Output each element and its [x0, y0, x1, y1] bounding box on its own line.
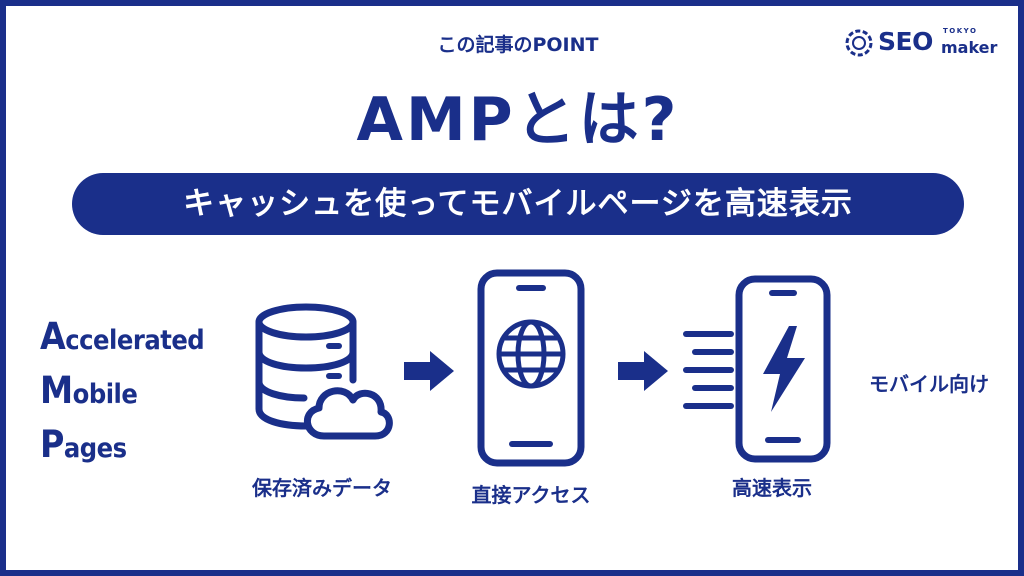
- step-label-direct-access: 直接アクセス: [471, 483, 591, 507]
- step-label-stored-data: 保存済みデータ: [252, 476, 392, 500]
- logo-maker-text: maker: [941, 38, 998, 57]
- step-label-fast-display: 高速表示: [732, 476, 812, 500]
- acronym-line-mobile: Mobile: [40, 364, 204, 418]
- acronym-rest: obile: [72, 379, 138, 410]
- acronym-cap: M: [40, 369, 73, 412]
- arrow-right-icon: [404, 351, 454, 391]
- logo-seo-text: SEO: [878, 27, 933, 56]
- acronym-line-pages: Pages: [40, 418, 204, 472]
- acronym-line-accelerated: Accelerated: [40, 310, 205, 364]
- seo-maker-logo: SEO TOKYO maker: [844, 24, 998, 64]
- acronym-cap: A: [40, 315, 66, 358]
- database-cloud-icon: [255, 303, 393, 440]
- acronym-cap: P: [40, 423, 64, 466]
- logo-ring-icon: [845, 29, 873, 57]
- smartphone-globe-icon: [477, 269, 585, 467]
- point-label: この記事のPOINT: [437, 34, 599, 56]
- mobile-oriented-label: モバイル向け: [869, 372, 989, 396]
- amp-acronym: Accelerated Mobile Pages: [40, 310, 205, 472]
- page-title: AMPとは?: [356, 85, 680, 155]
- acronym-rest: ccelerated: [65, 325, 205, 356]
- logo-tokyo-text: TOKYO: [943, 27, 978, 35]
- arrow-right-icon: [618, 351, 668, 391]
- subtitle-banner: キャッシュを使ってモバイルページを高速表示: [72, 173, 964, 235]
- smartphone-lightning-icon: [683, 275, 831, 463]
- acronym-rest: ages: [63, 433, 127, 464]
